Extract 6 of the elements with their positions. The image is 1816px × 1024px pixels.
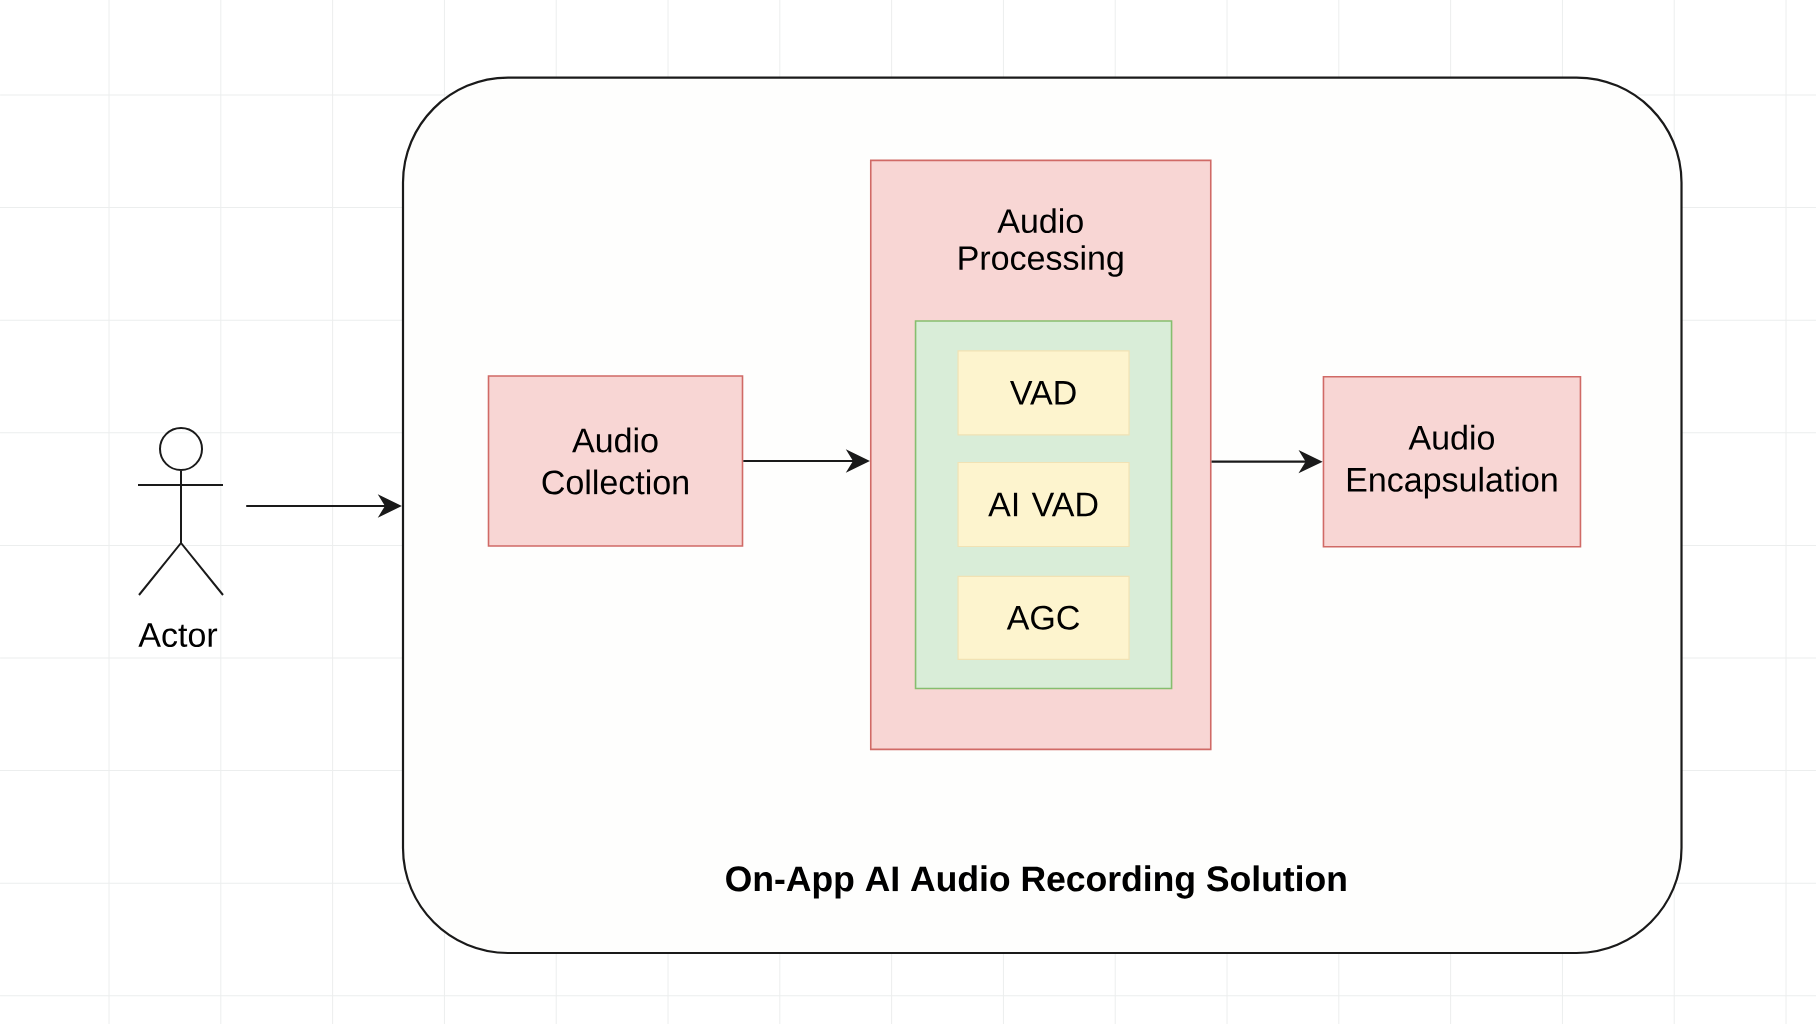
step-box: AI VAD <box>957 461 1130 548</box>
step-box: VAD <box>957 350 1130 436</box>
step-box: AGC <box>957 575 1130 660</box>
actor-label: Actor <box>138 623 218 648</box>
process-box: Audio Encapsulation <box>1322 375 1582 548</box>
process-box: Audio Collection <box>487 375 744 547</box>
